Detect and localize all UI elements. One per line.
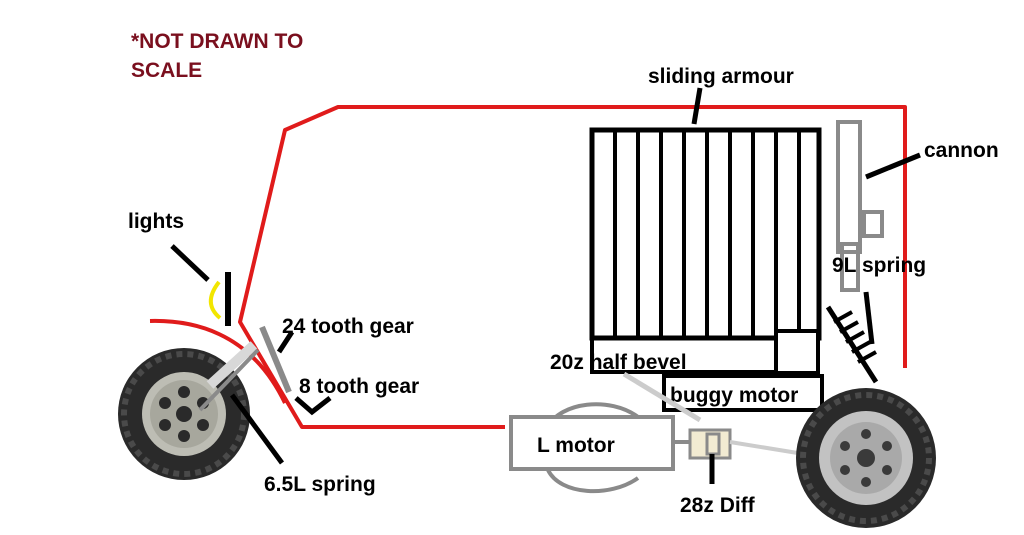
gear-8-label: 8 tooth gear [299,375,419,398]
sliding-armour-leader [691,87,703,125]
cannon-label: cannon [924,139,999,162]
front-suspension-arm [206,341,258,389]
front-suspension-arm-outline [198,348,260,412]
buggy-motor-label: buggy motor [670,384,798,407]
gear-24-tooth [259,325,292,394]
spring-65l-leader [229,393,285,465]
buggy-motor-block [774,329,820,375]
spring-65l-label: 6.5L spring [264,473,376,496]
cannon [836,120,884,292]
gear-24-leader [276,330,295,354]
spring-9l [825,291,879,384]
sliding-armour-label: sliding armour [648,65,794,88]
light-lens [208,280,222,320]
scale-note-line2: SCALE [131,59,202,82]
vehicle-body-outline [238,105,907,429]
gear-24-label: 24 tooth gear [282,315,414,338]
spring-9l-label: 9L spring [832,254,926,277]
gear-8-leader [294,396,332,416]
cannon-leader [865,152,921,180]
buggy-motor-box [662,374,824,412]
half-bevel-label: 20z half bevel [550,351,687,374]
sliding-armour [589,127,822,341]
l-motor-label: L motor [537,434,615,457]
lights-label: lights [128,210,184,233]
armour-base-frame [590,338,790,374]
diff-28z-label: 28z Diff [680,494,756,517]
half-bevel-pointer [622,371,702,423]
lights-leader [170,244,210,282]
front-fender [149,318,287,404]
rear-wheel [796,388,936,528]
scale-note-line1: *NOT DRAWN TO [131,30,303,53]
